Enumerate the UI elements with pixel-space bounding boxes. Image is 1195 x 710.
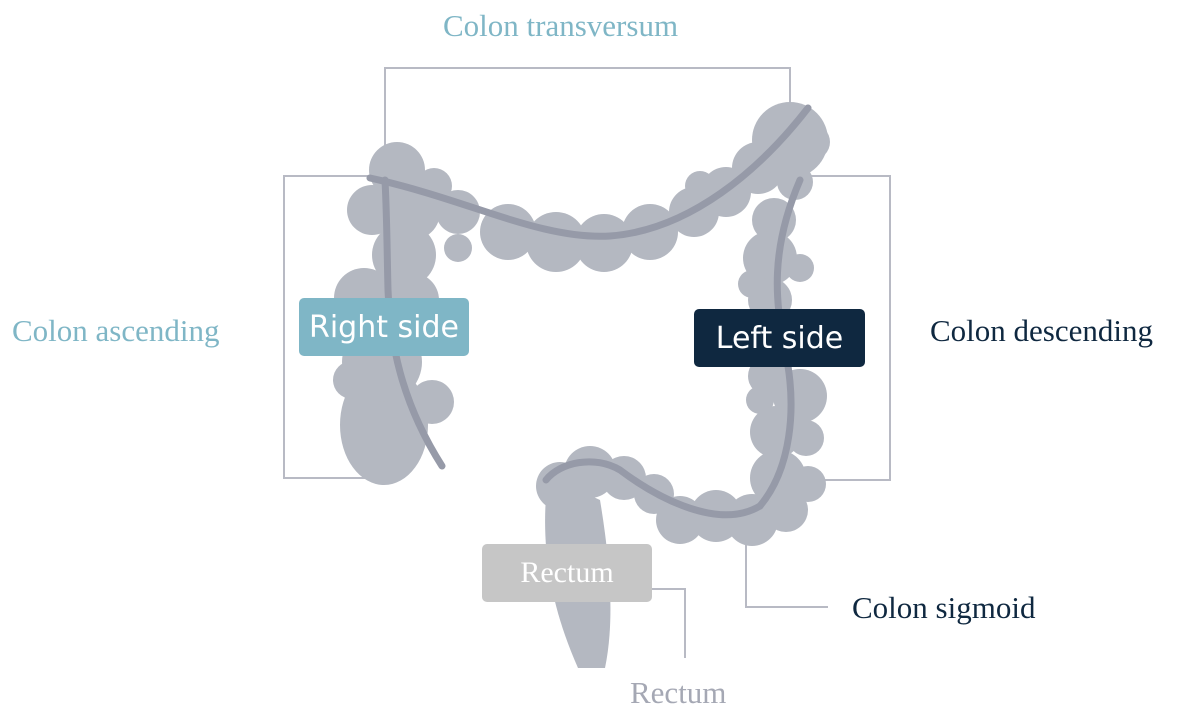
- left-side-badge-label: Left side: [716, 321, 843, 356]
- colon-sigmoid-label: Colon sigmoid: [852, 592, 1035, 623]
- rectum-badge-label: Rectum: [520, 556, 613, 590]
- rectum-badge: Rectum: [482, 544, 652, 602]
- rectum-label: Rectum: [630, 677, 726, 708]
- rectum-bracket: [650, 589, 685, 658]
- colon-descending-label: Colon descending: [930, 315, 1153, 346]
- right-side-badge-label: Right side: [309, 310, 459, 345]
- transverse-bracket: [385, 68, 790, 150]
- colon-ascending-label: Colon ascending: [12, 315, 220, 346]
- left-side-badge: Left side: [694, 309, 865, 367]
- colon-transversum-label: Colon transversum: [443, 10, 678, 41]
- right-side-badge: Right side: [299, 298, 469, 356]
